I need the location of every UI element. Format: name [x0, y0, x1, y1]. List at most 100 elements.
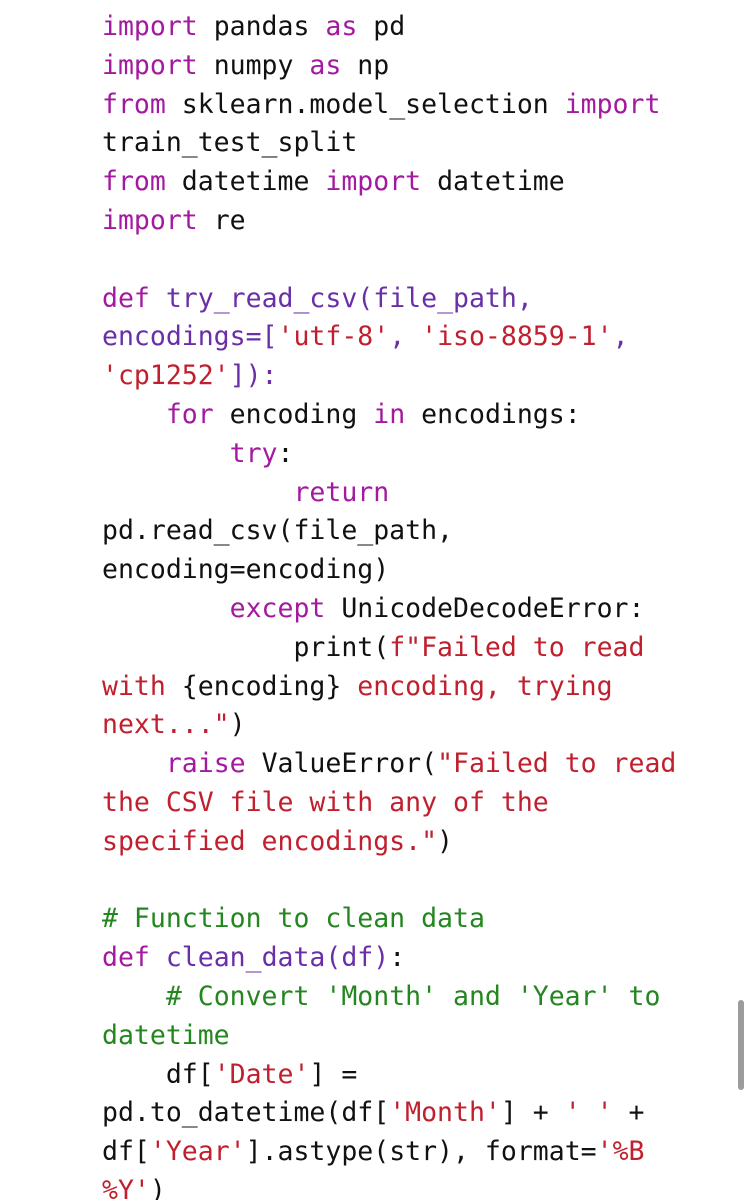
code-token: import [102, 49, 198, 81]
code-token: # Function to clean data [102, 903, 485, 935]
code-token: # Convert 'Month' and 'Year' to [165, 980, 661, 1012]
code-token: , [389, 321, 422, 353]
code-token: datetime [102, 1019, 230, 1051]
code-token: raise [165, 748, 246, 780]
code-token: ) [149, 1174, 166, 1200]
code-token: + [612, 1097, 645, 1129]
code-token: next..." [102, 709, 230, 741]
code-token [102, 981, 166, 1012]
code-token: print( [102, 631, 390, 663]
code-line: next...") [102, 706, 676, 745]
code-line: # Convert 'Month' and 'Year' to [102, 978, 676, 1017]
code-line: specified encodings.") [102, 823, 676, 862]
code-line [102, 241, 676, 280]
code-token: pd.read_csv(file_path, [102, 515, 453, 547]
code-token: try_read_csv(file_path, [165, 282, 533, 314]
code-line: # Function to clean data [102, 900, 676, 939]
code-token: datetime [165, 166, 326, 198]
code-token: the CSV file with any of the [102, 786, 549, 818]
code-token: as [325, 11, 358, 42]
code-token: ) [437, 825, 454, 857]
code-line: import re [102, 202, 676, 241]
code-line: df['Year'].astype(str), format='%B [102, 1133, 676, 1172]
code-line: return [102, 474, 676, 513]
code-token: UnicodeDecodeError: [325, 592, 645, 624]
code-token [150, 283, 166, 314]
code-token: ].astype(str), format= [245, 1136, 597, 1168]
code-token: except [229, 592, 326, 624]
code-token: ] + [500, 1097, 565, 1129]
code-token: encodings=[ [102, 321, 278, 353]
code-line: import numpy as np [102, 47, 676, 86]
code-token: 'Year' [149, 1136, 246, 1168]
code-token: 'iso-8859-1' [421, 321, 613, 353]
code-token: from [102, 88, 166, 120]
code-line: except UnicodeDecodeError: [102, 590, 676, 629]
code-token: '%B [596, 1136, 645, 1168]
code-token: as [309, 49, 342, 81]
code-token: df[ [102, 1058, 214, 1090]
code-line: from datetime import datetime [102, 163, 676, 202]
code-token: 'Month' [389, 1097, 501, 1129]
code-token: import [102, 11, 198, 42]
code-token: ' ' [564, 1097, 613, 1129]
code-token: import [564, 88, 661, 120]
code-token: encodings: [405, 398, 581, 430]
code-line: 'cp1252']): [102, 357, 676, 396]
code-token: in [373, 398, 406, 430]
code-line: import pandas as pd [102, 8, 676, 47]
code-token: , [612, 321, 629, 353]
code-token: return [293, 476, 390, 508]
code-token: def [102, 282, 150, 314]
code-token: : [277, 437, 294, 469]
code-token: : [389, 942, 406, 974]
code-token: ]): [229, 360, 278, 392]
code-token: for [165, 398, 214, 430]
code-token: 'utf-8' [277, 321, 390, 353]
code-token [150, 942, 166, 973]
code-token [102, 399, 166, 430]
code-token: encoding=encoding) [102, 554, 390, 586]
code-token: with [102, 670, 182, 702]
code-token: from [102, 166, 166, 198]
code-token: ValueError( [245, 748, 438, 780]
code-line: the CSV file with any of the [102, 784, 676, 823]
code-token: pd [357, 11, 406, 42]
code-token: re [197, 204, 246, 236]
code-token: datetime [421, 166, 565, 198]
code-line: encoding=encoding) [102, 551, 676, 590]
code-token: np [341, 49, 390, 81]
code-line: pd.to_datetime(df['Month'] + ' ' + [102, 1094, 676, 1133]
code-token: pandas [197, 11, 326, 42]
code-line: datetime [102, 1017, 676, 1056]
code-token: sklearn.model_selection [165, 88, 565, 120]
code-token: train_test_split [102, 127, 358, 159]
code-line: raise ValueError("Failed to read [102, 745, 677, 784]
code-line: def clean_data(df): [102, 939, 676, 978]
code-token: ) [229, 709, 246, 741]
code-token: specified encodings." [102, 825, 438, 857]
code-line: df['Date'] = [102, 1056, 676, 1095]
code-token: try [229, 437, 278, 469]
code-line: encodings=['utf-8', 'iso-8859-1', [102, 318, 676, 357]
code-line: train_test_split [102, 124, 676, 163]
code-token: 'cp1252' [102, 360, 230, 392]
code-line: %Y') [102, 1172, 676, 1200]
code-token: pd.to_datetime(df[ [102, 1097, 390, 1129]
code-token [102, 438, 230, 469]
code-line: with {encoding} encoding, trying [102, 668, 676, 707]
code-token: "Failed to read [437, 748, 677, 780]
code-line [102, 862, 676, 901]
code-line: def try_read_csv(file_path, [102, 280, 676, 319]
code-token: def [102, 942, 150, 974]
vertical-scrollbar[interactable] [738, 1000, 744, 1090]
code-token: import [102, 204, 198, 236]
code-token: %Y' [102, 1174, 150, 1200]
code-token: encoding, trying [341, 670, 613, 702]
code-token: f"Failed to read [389, 631, 645, 663]
code-token: ] = [309, 1058, 358, 1090]
code-line: for encoding in encodings: [102, 396, 676, 435]
code-token [102, 477, 293, 508]
